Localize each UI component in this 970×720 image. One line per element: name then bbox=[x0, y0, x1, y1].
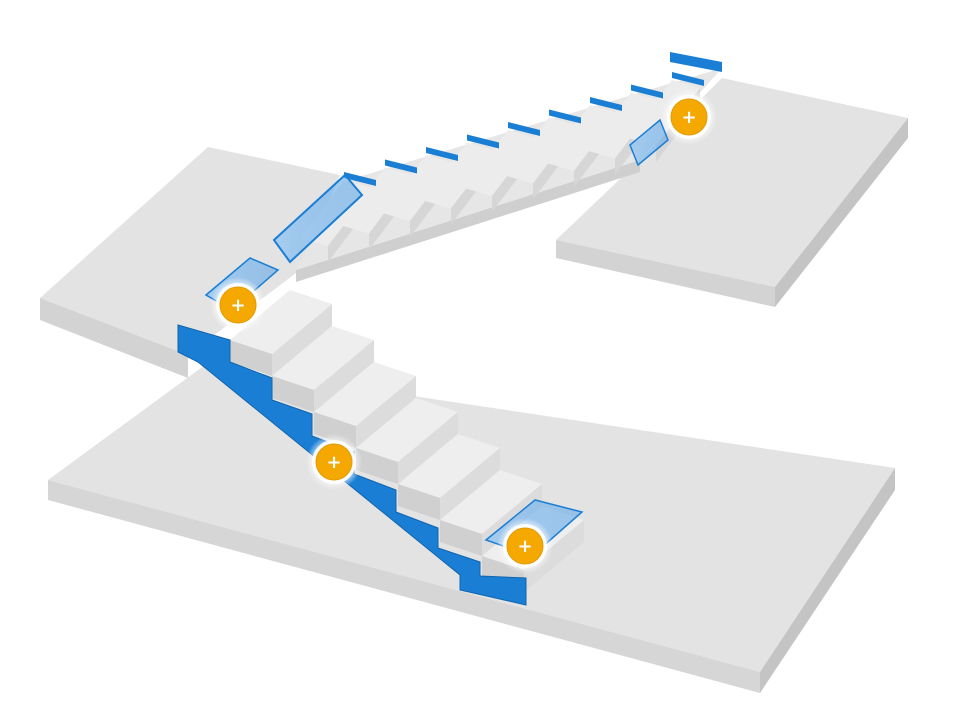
stringer-cap bbox=[426, 147, 458, 161]
upper-right-floor-slab bbox=[556, 78, 908, 307]
hotspots-layer: + + + + bbox=[210, 89, 717, 574]
hotspot-mid-landing[interactable]: + bbox=[210, 277, 266, 333]
stringer-cap bbox=[467, 134, 499, 149]
stringer-cap bbox=[590, 97, 622, 111]
upper-flight bbox=[272, 52, 722, 282]
hotspot-disc bbox=[315, 443, 353, 481]
lower-step bbox=[398, 434, 500, 520]
stringer-cap bbox=[344, 172, 376, 186]
lower-step bbox=[356, 398, 458, 484]
hotspot-lower-stringer[interactable]: + bbox=[306, 434, 362, 490]
upper-left-floor-slab bbox=[40, 147, 340, 378]
stringer-cap bbox=[385, 159, 417, 174]
plus-icon: + bbox=[681, 107, 696, 128]
stringer-cap bbox=[508, 122, 540, 136]
plus-icon: + bbox=[230, 295, 245, 316]
hotspot-upper-landing[interactable]: + bbox=[661, 89, 717, 145]
hotspot-disc bbox=[670, 98, 708, 136]
plus-icon: + bbox=[517, 536, 532, 557]
stringer-cap bbox=[549, 109, 581, 124]
hotspot-disc bbox=[506, 527, 544, 565]
stringer-cap bbox=[631, 84, 663, 99]
lower-step bbox=[230, 290, 332, 376]
hotspot-disc bbox=[219, 286, 257, 324]
hotspot-bottom-step[interactable]: + bbox=[497, 518, 553, 574]
stringer-cap bbox=[670, 52, 722, 72]
lower-step bbox=[272, 326, 374, 412]
plus-icon: + bbox=[326, 452, 341, 473]
stringer-cap bbox=[672, 72, 704, 86]
